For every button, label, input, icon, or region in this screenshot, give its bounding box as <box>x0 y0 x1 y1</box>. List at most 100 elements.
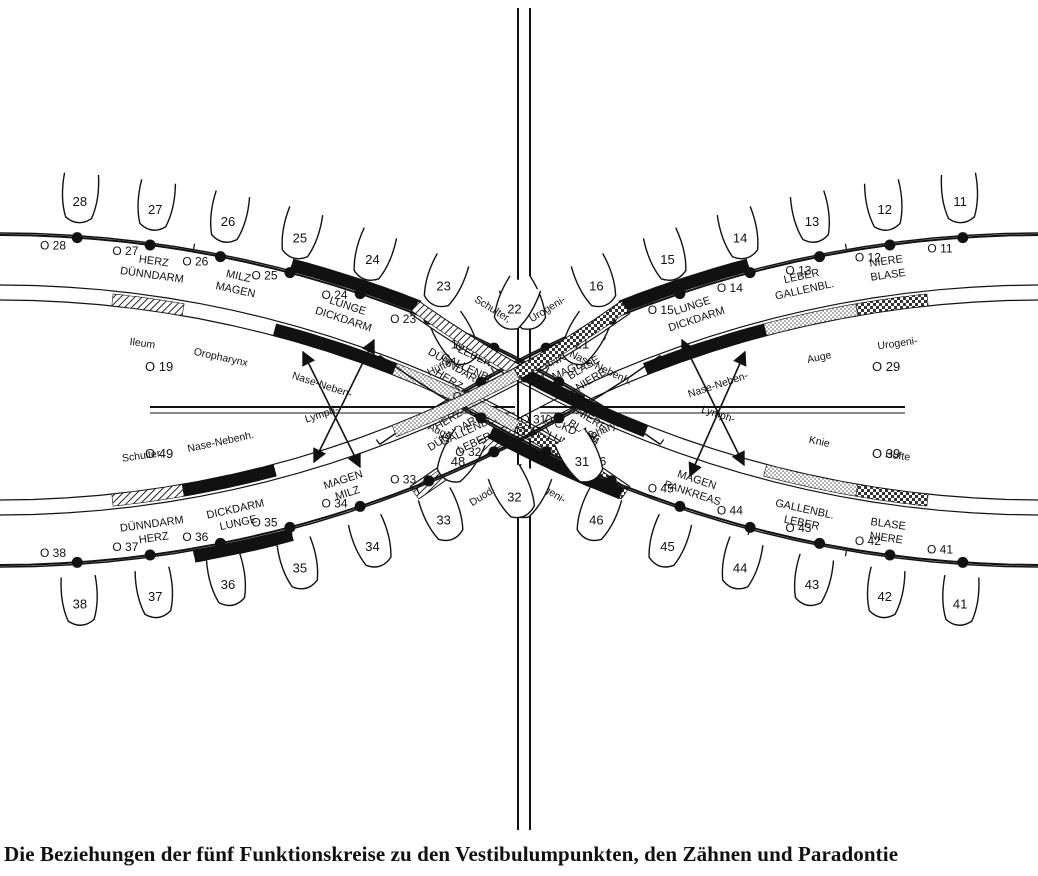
tooth <box>940 172 979 224</box>
vestibular-point-label: O 13 <box>785 263 811 277</box>
tooth <box>353 227 398 282</box>
vestibular-point-label: O 23 <box>390 312 416 326</box>
tooth <box>281 206 324 260</box>
vestibular-dot <box>605 475 617 487</box>
region-label: Nase-Neben- <box>290 370 354 401</box>
organ-label: NIERE <box>869 253 904 270</box>
tooth-number: 34 <box>365 539 379 554</box>
zone-strip-niere <box>855 484 929 507</box>
vestibular-dot <box>214 251 226 263</box>
tooth-number: 36 <box>221 577 235 592</box>
zone-strip-leber <box>763 464 859 497</box>
figure-caption: Die Beziehungen der fünf Funktionskreise… <box>4 842 899 866</box>
tooth-number: 13 <box>805 214 819 229</box>
tooth-number: 15 <box>660 252 674 267</box>
arrow-27-to-38 <box>688 350 747 478</box>
region-label: Urogeni- <box>877 335 919 352</box>
vestibular-dot <box>957 232 969 244</box>
tooth <box>487 463 536 519</box>
vestibular-point-label: O 25 <box>252 269 278 283</box>
quadrant-lower-left: NIEREBLASEUrogeni-LEBERGALLENBL.HüfteMIL… <box>0 293 900 626</box>
organ-label: MAGEN <box>214 280 256 300</box>
corner-point-label: O 19 <box>145 359 173 374</box>
corner-point-label: O 29 <box>872 359 900 374</box>
tooth-number: 31 <box>575 454 589 469</box>
vestibular-point-label: O 42 <box>855 534 881 548</box>
tooth <box>134 566 174 619</box>
region-label: Hüfte <box>884 448 911 463</box>
vestibular-dot <box>674 500 686 512</box>
vestibular-point-label: O 41 <box>927 543 953 557</box>
organ-label: MILZ <box>225 268 252 285</box>
vestibular-dot <box>674 288 686 300</box>
tooth-number: 32 <box>507 490 521 505</box>
zone-strip-lunge <box>272 323 397 375</box>
vestibular-dot <box>144 549 156 561</box>
organ-label: HERZ <box>138 254 170 270</box>
vestibular-point-label: O 14 <box>717 281 743 295</box>
zone-strip-herz <box>111 293 185 316</box>
region-label: Oropharynx <box>193 346 250 370</box>
vestibular-point-label: O 47 <box>516 425 542 439</box>
tooth-number: 41 <box>953 597 967 612</box>
tooth-number: 46 <box>589 512 603 527</box>
organ-label: BLASE <box>870 516 907 533</box>
tooth-number: 14 <box>733 230 747 245</box>
tooth <box>642 227 687 282</box>
vestibular-point-label: O 28 <box>40 238 66 252</box>
tooth-number: 42 <box>877 589 891 604</box>
tooth <box>716 206 759 260</box>
vestibular-dot <box>884 239 896 251</box>
vestibular-point-label: O 12 <box>855 250 881 264</box>
zone-outer-strip-lunge <box>193 528 294 563</box>
vestibular-dot <box>475 412 487 424</box>
tooth <box>863 179 903 231</box>
vestibular-point-label: O 37 <box>112 540 138 554</box>
tooth <box>423 253 470 308</box>
vestibular-point-label: O 35 <box>252 516 278 530</box>
organ-label: HERZ <box>138 530 170 546</box>
vestibular-dot <box>354 288 366 300</box>
tooth <box>436 428 486 483</box>
vestibular-dot <box>284 521 296 533</box>
vestibular-point-label: O 44 <box>717 504 743 518</box>
tooth-number: 24 <box>365 252 379 267</box>
tooth-number: 38 <box>73 597 87 612</box>
vestibular-dot <box>144 239 156 251</box>
zone-strip-herz <box>111 484 185 507</box>
vestibular-point-label: O 15 <box>648 303 674 317</box>
tooth <box>648 513 693 568</box>
vestibular-point-label: O 24 <box>322 288 348 302</box>
vestibular-point-label: O 27 <box>112 244 138 258</box>
region-label: Auge <box>806 349 833 366</box>
tooth-number: 12 <box>877 202 891 217</box>
region-label: Schulter, <box>121 447 163 465</box>
tooth-number: 28 <box>73 194 87 209</box>
zone-strip-lunge <box>643 323 768 375</box>
tooth-number: 27 <box>148 202 162 217</box>
corner-point-label: O 39 <box>872 446 900 461</box>
vestibular-dot <box>71 232 83 244</box>
tooth-number: 45 <box>660 539 674 554</box>
tooth <box>417 487 464 542</box>
vestibular-dot <box>423 475 435 487</box>
vestibular-dot <box>284 267 296 279</box>
tooth <box>793 553 835 607</box>
corner-point-label: O 49 <box>145 446 173 461</box>
organ-label: DÜNNDARM <box>119 265 184 286</box>
region-label: Knie <box>808 434 831 450</box>
tooth-number: 25 <box>293 230 307 245</box>
organ-label: BLASE <box>870 267 907 284</box>
tooth <box>205 553 247 607</box>
tooth <box>276 536 319 590</box>
vestibular-dot <box>744 521 756 533</box>
tooth-number: 48 <box>451 454 465 469</box>
zone-strip-niere <box>855 293 929 316</box>
tooth-number: 11 <box>953 194 967 209</box>
vestibular-point-label: O 11 <box>927 242 952 256</box>
tooth <box>209 190 251 243</box>
zone-strip-leber <box>391 368 521 438</box>
zone-strip-lunge <box>181 464 277 497</box>
vestibular-dot <box>354 500 366 512</box>
vestibular-point-label: O 33 <box>390 472 416 486</box>
